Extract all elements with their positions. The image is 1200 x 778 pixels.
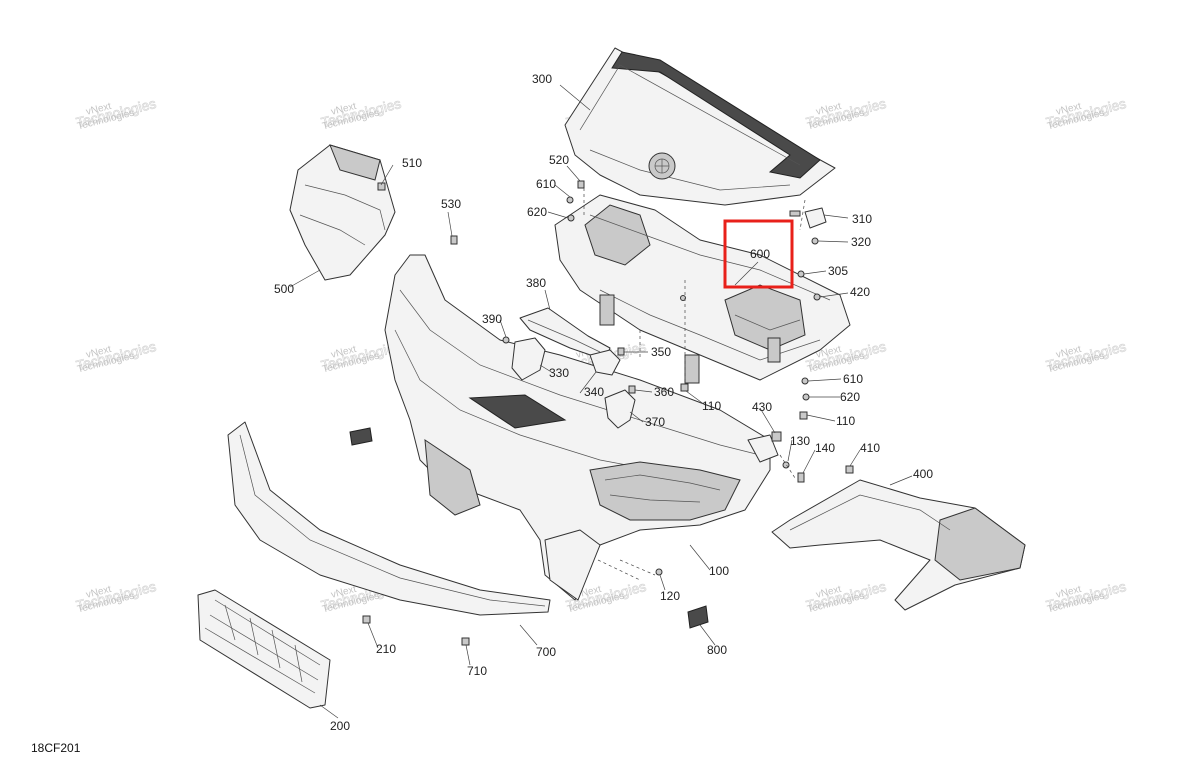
callout-420: 420 [850, 285, 870, 299]
callout-800: 800 [707, 643, 727, 657]
fastener-510[interactable] [377, 182, 386, 191]
watermark: Technologies vNext Technologies [1044, 338, 1128, 376]
callout-520: 520 [549, 153, 569, 167]
fasteners [362, 180, 854, 646]
part-700-lower-lip[interactable] [227, 421, 551, 616]
callout-530: 530 [441, 197, 461, 211]
can-am-logo [468, 394, 567, 429]
callout-305: 305 [828, 264, 848, 278]
callout-310: 310 [852, 212, 872, 226]
fastener-620b[interactable] [802, 393, 810, 401]
callout-labels: 300 510 520 610 530 620 310 320 600 305 … [274, 72, 933, 733]
part-600-storage-tray[interactable] [554, 194, 851, 384]
callout-700: 700 [536, 645, 556, 659]
watermark: Technologies vNext Technologies [74, 338, 158, 376]
callout-710: 710 [467, 664, 487, 678]
watermark: Technologies vNext Technologies [319, 95, 403, 133]
fastener-430[interactable] [771, 431, 782, 442]
callout-360: 360 [654, 385, 674, 399]
part-800-decal[interactable] [687, 605, 709, 629]
callout-610b: 610 [843, 372, 863, 386]
fastener-110a[interactable] [680, 383, 689, 392]
drawing-code: 18CF201 [31, 741, 81, 755]
callout-410: 410 [860, 441, 880, 455]
callout-400: 400 [913, 467, 933, 481]
callout-210: 210 [376, 642, 396, 656]
fastener-410[interactable] [845, 465, 854, 474]
callout-340: 340 [584, 385, 604, 399]
callout-620b: 620 [840, 390, 860, 404]
fastener-610a[interactable] [566, 196, 574, 204]
fastener-110b[interactable] [799, 411, 808, 420]
callout-120: 120 [660, 589, 680, 603]
watermark: Technologies vNext Technologies [804, 578, 888, 616]
callout-320: 320 [851, 235, 871, 249]
watermark: Technologies vNext Technologies [804, 95, 888, 133]
part-380-bracket[interactable] [511, 337, 546, 381]
watermark: Technologies vNext Technologies [74, 578, 158, 616]
fastener-360[interactable] [628, 385, 636, 394]
callout-510: 510 [402, 156, 422, 170]
callout-100: 100 [709, 564, 729, 578]
fastener-320[interactable] [811, 237, 819, 245]
part-340-bracket[interactable] [589, 349, 621, 376]
fastener-520[interactable] [577, 180, 585, 189]
part-200-grille[interactable] [197, 589, 331, 709]
callout-600: 600 [750, 247, 770, 261]
part-400-right-side-panel[interactable] [771, 479, 1026, 611]
callout-140: 140 [815, 441, 835, 455]
part-300-hood-panel[interactable] [564, 47, 836, 206]
callout-350: 350 [651, 345, 671, 359]
highlight-box-600 [723, 219, 794, 289]
leader-lines [289, 84, 913, 719]
fastener-530[interactable] [450, 235, 458, 245]
callout-430: 430 [752, 400, 772, 414]
callout-300: 300 [532, 72, 552, 86]
fastener-305[interactable] [797, 270, 805, 278]
fastener-frame[interactable] [680, 295, 686, 301]
part-370-bracket[interactable] [604, 389, 636, 429]
callout-380: 380 [526, 276, 546, 290]
part-decal-left[interactable] [349, 427, 373, 446]
fastener-350[interactable] [617, 347, 625, 356]
part-500-left-side-panel[interactable] [289, 144, 396, 281]
watermark: Technologies vNext Technologies [74, 95, 158, 133]
callout-390: 390 [482, 312, 502, 326]
fastener-140[interactable] [797, 472, 805, 483]
callout-610a: 610 [536, 177, 556, 191]
callout-330: 330 [549, 366, 569, 380]
callout-500: 500 [274, 282, 294, 296]
callout-130: 130 [790, 434, 810, 448]
watermark: Technologies vNext Technologies [1044, 578, 1128, 616]
callout-110b: 110 [836, 414, 855, 428]
fastener-610b[interactable] [801, 377, 809, 385]
callout-620a: 620 [527, 205, 547, 219]
fastener-210[interactable] [362, 615, 371, 624]
fastener-420[interactable] [813, 293, 821, 301]
part-310-latch-bracket[interactable] [789, 207, 827, 229]
fastener-620a[interactable] [567, 214, 575, 222]
callout-200: 200 [330, 719, 350, 733]
watermark: Technologies vNext Technologies [1044, 95, 1128, 133]
alignment-lines [583, 188, 806, 581]
callout-110a: 110 [702, 399, 721, 413]
fastener-390[interactable] [502, 336, 510, 344]
fastener-120[interactable] [655, 568, 663, 576]
part-100-front-bumper[interactable] [384, 254, 779, 601]
callout-370: 370 [645, 415, 665, 429]
fastener-710[interactable] [461, 637, 470, 646]
